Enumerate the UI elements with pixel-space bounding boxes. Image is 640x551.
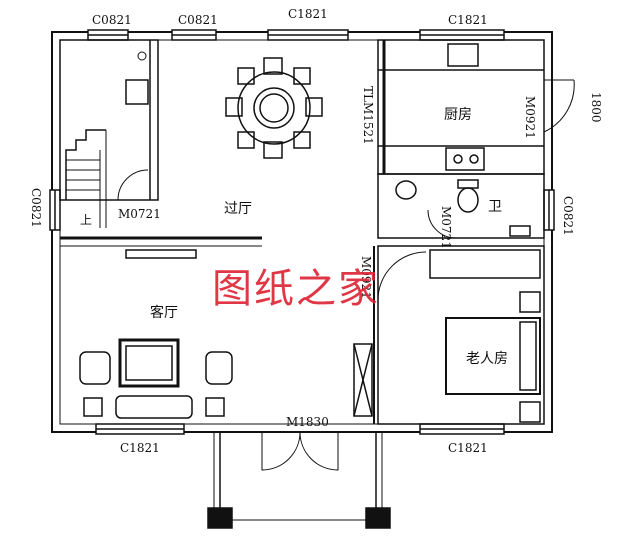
stair-door-swing xyxy=(117,169,149,201)
door-label-kitchen: M0921 xyxy=(523,96,537,139)
wardrobe xyxy=(429,249,541,279)
room-label-bath: 卫 xyxy=(488,199,502,215)
dining-set xyxy=(225,57,323,159)
room-label-hall: 过厅 xyxy=(224,201,252,217)
sofa xyxy=(115,395,193,419)
kitchen-sink xyxy=(447,43,479,67)
watermark-text: 图纸之家 xyxy=(212,266,380,312)
tv-table xyxy=(118,338,180,388)
window-label-top-1: C0821 xyxy=(92,13,132,27)
armchair-left xyxy=(79,351,111,385)
nightstand-bottom xyxy=(519,401,541,423)
nightstand-top xyxy=(519,291,541,313)
window-label-left: C0821 xyxy=(29,188,43,228)
porch-column-left xyxy=(207,507,233,529)
bath-room xyxy=(377,173,545,239)
door-label-bedroom: M0921 xyxy=(359,256,373,299)
door-label-stair: M0721 xyxy=(118,207,161,221)
door-label-bath: M0721 xyxy=(439,206,453,249)
window-label-kitchen-tlm: TLM1521 xyxy=(361,86,375,145)
entry-door-swing-right xyxy=(299,431,339,471)
bath-door-swing xyxy=(427,209,457,239)
bed xyxy=(445,317,541,395)
stair-room xyxy=(59,39,159,201)
side-table-right xyxy=(205,397,225,417)
window-label-right: C0821 xyxy=(561,196,575,236)
bedroom-door-swing xyxy=(377,251,427,301)
window-label-bottom-right: C1821 xyxy=(448,441,488,455)
room-label-kitchen: 厨房 xyxy=(444,107,472,123)
bedroom-room xyxy=(377,245,545,425)
side-table-left xyxy=(83,397,103,417)
room-label-bedroom: 老人房 xyxy=(466,351,508,367)
window-label-bottom-left: C1821 xyxy=(120,441,160,455)
porch-column-right xyxy=(365,507,391,529)
utility-box xyxy=(125,79,149,105)
dimension-label-right: 1800 xyxy=(589,92,603,123)
armchair-right xyxy=(205,351,233,385)
door-label-entry: M1830 xyxy=(286,415,329,429)
window-label-top-3: C1821 xyxy=(288,7,328,21)
room-label-living: 客厅 xyxy=(150,305,178,321)
kitchen-ext-door-swing xyxy=(543,79,575,133)
entry-door-swing-left xyxy=(261,431,301,471)
kitchen-stove xyxy=(445,147,485,171)
window-label-top-2: C0821 xyxy=(178,13,218,27)
stair-steps xyxy=(65,129,106,200)
stair-up-label: 上 xyxy=(80,213,93,227)
entry-porch xyxy=(213,431,383,521)
window-label-top-4: C1821 xyxy=(448,13,488,27)
outer-wall xyxy=(51,31,553,433)
living-cabinet xyxy=(353,343,373,417)
hall-console xyxy=(125,249,197,259)
